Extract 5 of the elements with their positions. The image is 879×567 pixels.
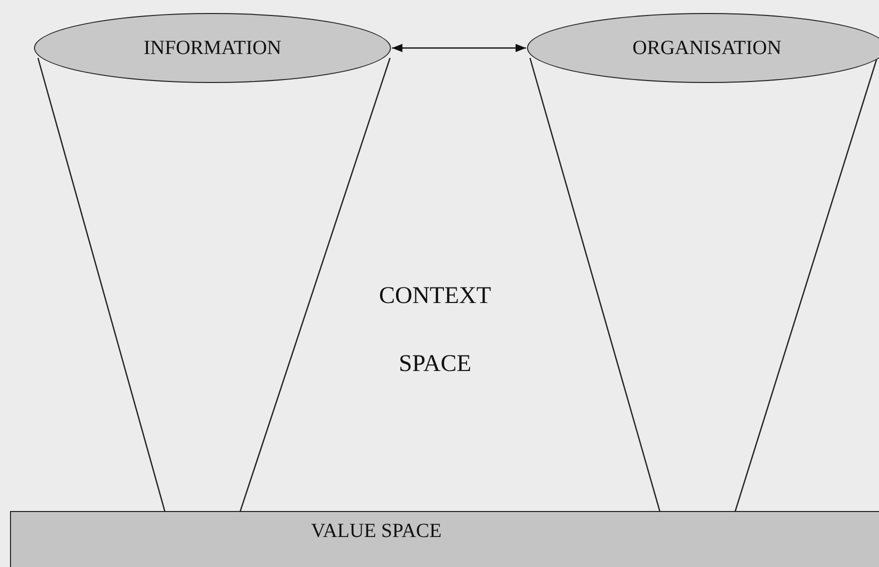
value-space-bar: VALUE SPACE [10, 511, 879, 567]
double-arrow [392, 44, 526, 52]
ellipse-node: ORGANISATION [527, 13, 879, 83]
center-label: CONTEXT SPACE [378, 282, 492, 379]
ellipse-node: INFORMATION [34, 13, 391, 83]
